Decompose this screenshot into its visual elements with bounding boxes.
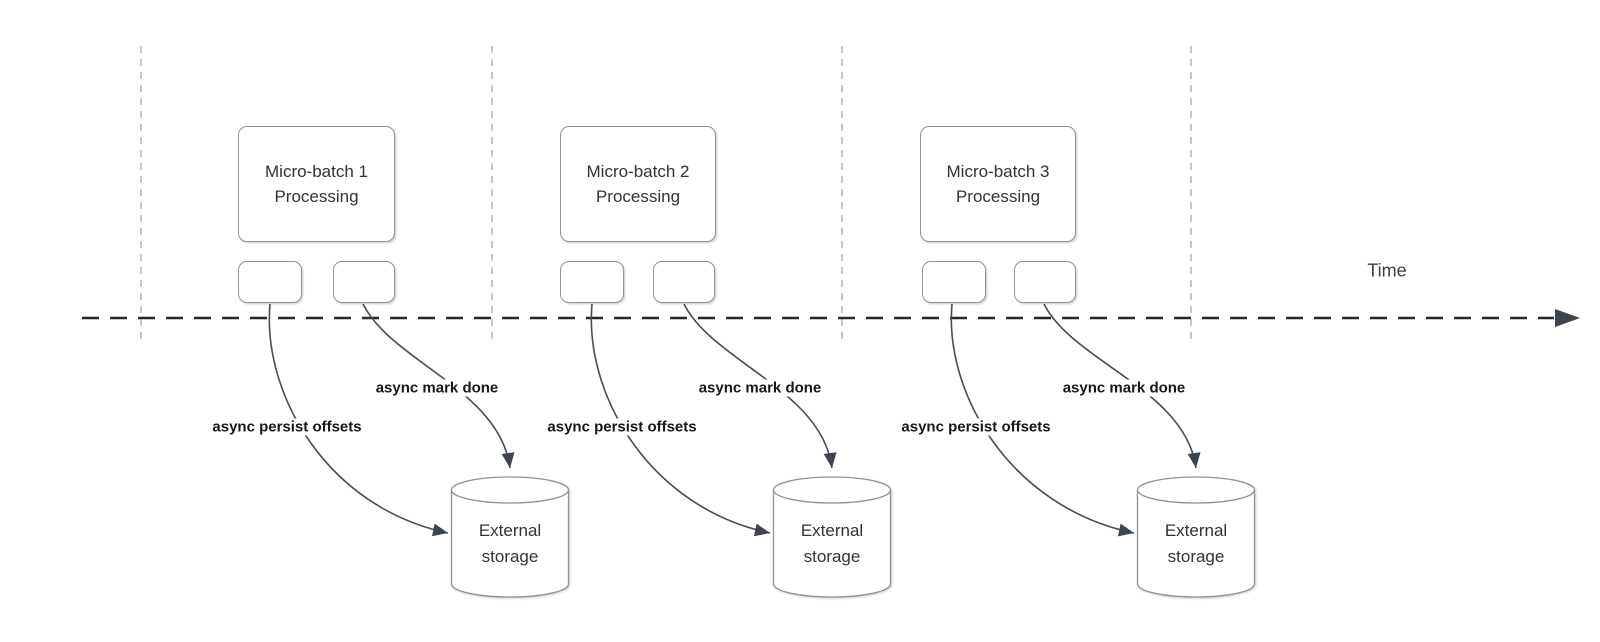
external-storage-label-2: External storage	[801, 518, 863, 570]
persist-offsets-arrow-3	[950, 303, 1135, 537]
mark-done-label-1: async mark done	[372, 379, 502, 397]
persist-offsets-arrow-2	[590, 303, 771, 537]
external-storage-cylinder-3	[1136, 476, 1256, 598]
external-storage-cylinder-rim-1	[450, 489, 570, 504]
mark-done-arrow-2	[683, 303, 837, 469]
micro-batch-1-processing-box: Micro-batch 1 Processing	[238, 126, 395, 242]
external-storage-cylinder-2	[772, 476, 892, 598]
micro-batch-3-processing-box: Micro-batch 3 Processing	[920, 126, 1076, 242]
external-storage-label-3: External storage	[1165, 518, 1227, 570]
micro-batch-3-mark-done-task-box	[1014, 261, 1076, 303]
persist-offsets-arrow-1	[268, 303, 449, 537]
external-storage-label-1: External storage	[479, 518, 541, 570]
micro-batch-1-title-line1: Micro-batch 1	[265, 162, 368, 181]
micro-batch-2-title-line2: Processing	[595, 187, 681, 206]
persist-offsets-label-2: async persist offsets	[544, 418, 700, 436]
micro-batch-1-persist-task-box	[238, 261, 302, 303]
micro-batch-3-persist-task-box	[922, 261, 986, 303]
micro-batch-2-persist-task-box	[560, 261, 624, 303]
micro-batch-2-title-line1: Micro-batch 2	[586, 162, 690, 181]
time-axis-arrowhead-icon	[1555, 309, 1580, 327]
external-storage-label-2-line1: External	[800, 521, 864, 540]
external-storage-cylinder-1	[450, 476, 570, 598]
mark-done-label-2: async mark done	[695, 379, 825, 397]
mark-done-arrow-3	[1043, 303, 1201, 469]
external-storage-cylinder-rim-3	[1136, 489, 1256, 504]
mark-done-arrow-1	[362, 303, 515, 469]
external-storage-label-2-line2: storage	[803, 547, 861, 566]
micro-batch-3-title-line2: Processing	[955, 187, 1041, 206]
persist-offsets-label-1: async persist offsets	[209, 418, 365, 436]
micro-batch-2-mark-done-task-box	[653, 261, 715, 303]
external-storage-label-3-line2: storage	[1167, 547, 1225, 566]
external-storage-label-1-line2: storage	[481, 547, 539, 566]
micro-batch-1-title-line2: Processing	[274, 187, 359, 206]
micro-batch-2-processing-box: Micro-batch 2 Processing	[560, 126, 716, 242]
micro-batch-3-title-line1: Micro-batch 3	[946, 162, 1050, 181]
time-axis-label: Time	[1367, 260, 1407, 281]
external-storage-label-1-line1: External	[478, 521, 542, 540]
external-storage-label-3-line1: External	[1164, 521, 1228, 540]
micro-batch-1-mark-done-task-box	[333, 261, 395, 303]
external-storage-cylinder-rim-2	[772, 489, 892, 504]
mark-done-label-3: async mark done	[1059, 379, 1189, 397]
persist-offsets-label-3: async persist offsets	[898, 418, 1054, 436]
